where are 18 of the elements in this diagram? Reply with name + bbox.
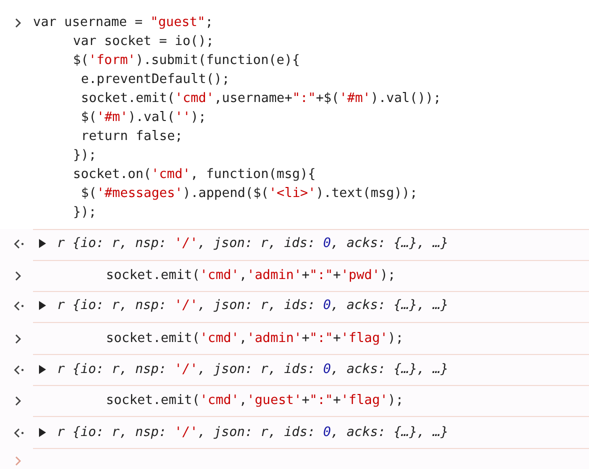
object-preview: r {io: r, nsp: '/', json: r, ids: 0, acks: {…}, …}: [57, 297, 448, 314]
code-line: var username = "guest";: [33, 14, 214, 31]
code-line: });: [73, 204, 96, 221]
object-preview: r {io: r, nsp: '/', json: r, ids: 0, acks: {…}, …}: [57, 235, 448, 252]
code-line: $('#m').val('');: [81, 109, 206, 126]
object-preview: r {io: r, nsp: '/', json: r, ids: 0, acks: {…}, …}: [57, 361, 448, 378]
code-line: return false;: [81, 128, 183, 145]
code-line: $('form').submit(function(e){: [73, 52, 300, 69]
code-line: socket.emit('cmd',username+":"+$('#m').val());: [81, 90, 442, 107]
code-line: var socket = io();: [73, 33, 214, 50]
code-line: socket.on('cmd', function(msg){: [73, 166, 316, 183]
code-line: $('#messages').append($('<li>').text(msg));: [81, 185, 418, 202]
code-line: e.preventDefault();: [81, 71, 230, 88]
code-line: socket.emit('cmd','admin'+":"+'pwd');: [106, 267, 396, 284]
code-line: socket.emit('cmd','guest'+":"+'flag');: [106, 392, 404, 409]
code-line: socket.emit('cmd','admin'+":"+'flag');: [106, 330, 404, 347]
object-preview: r {io: r, nsp: '/', json: r, ids: 0, acks: {…}, …}: [57, 424, 448, 441]
code-line: });: [73, 147, 96, 164]
